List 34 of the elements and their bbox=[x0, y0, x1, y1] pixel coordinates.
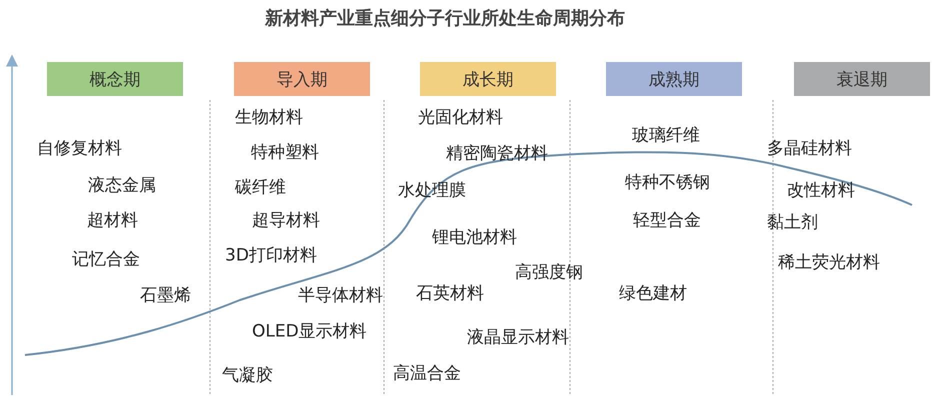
material-label: 特种塑料 bbox=[251, 142, 319, 164]
material-label: 水处理膜 bbox=[398, 180, 466, 202]
stage-box: 成长期 bbox=[420, 62, 556, 96]
chart-title: 新材料产业重点细分子行业所处生命周期分布 bbox=[264, 7, 626, 30]
stage-box: 成熟期 bbox=[606, 62, 742, 96]
material-label: 自修复材料 bbox=[37, 138, 122, 160]
stage-box: 衰退期 bbox=[794, 62, 930, 96]
material-label: 石英材料 bbox=[416, 282, 484, 304]
material-label: 超材料 bbox=[87, 210, 138, 232]
material-label: 碳纤维 bbox=[235, 176, 286, 198]
material-label: 高强度钢 bbox=[515, 262, 583, 284]
stage-box: 概念期 bbox=[47, 62, 183, 96]
material-label: 超导材料 bbox=[252, 210, 320, 232]
material-label: 半导体材料 bbox=[298, 284, 383, 306]
material-label: 特种不锈钢 bbox=[625, 172, 710, 194]
material-label: 绿色建材 bbox=[619, 282, 687, 304]
material-label: 3D打印材料 bbox=[225, 244, 317, 266]
material-label: 记忆合金 bbox=[72, 248, 140, 270]
material-label: 液态金属 bbox=[88, 174, 156, 196]
material-label: 高温合金 bbox=[393, 362, 461, 384]
material-label: 轻型合金 bbox=[633, 210, 701, 232]
material-label: 稀土荧光材料 bbox=[778, 252, 880, 274]
material-label: 石墨烯 bbox=[140, 284, 191, 306]
material-label: 光固化材料 bbox=[418, 106, 503, 128]
material-label: 生物材料 bbox=[235, 106, 303, 128]
material-label: 液晶显示材料 bbox=[467, 326, 569, 348]
material-label: 玻璃纤维 bbox=[632, 124, 700, 146]
material-label: 改性材料 bbox=[787, 180, 855, 202]
material-label: 多晶硅材料 bbox=[767, 138, 852, 160]
material-label: 气凝胶 bbox=[222, 364, 273, 386]
material-label: OLED显示材料 bbox=[252, 320, 367, 342]
material-label: 黏土剂 bbox=[767, 212, 818, 234]
material-label: 锂电池材料 bbox=[432, 226, 517, 248]
stage-box: 导入期 bbox=[234, 62, 370, 96]
